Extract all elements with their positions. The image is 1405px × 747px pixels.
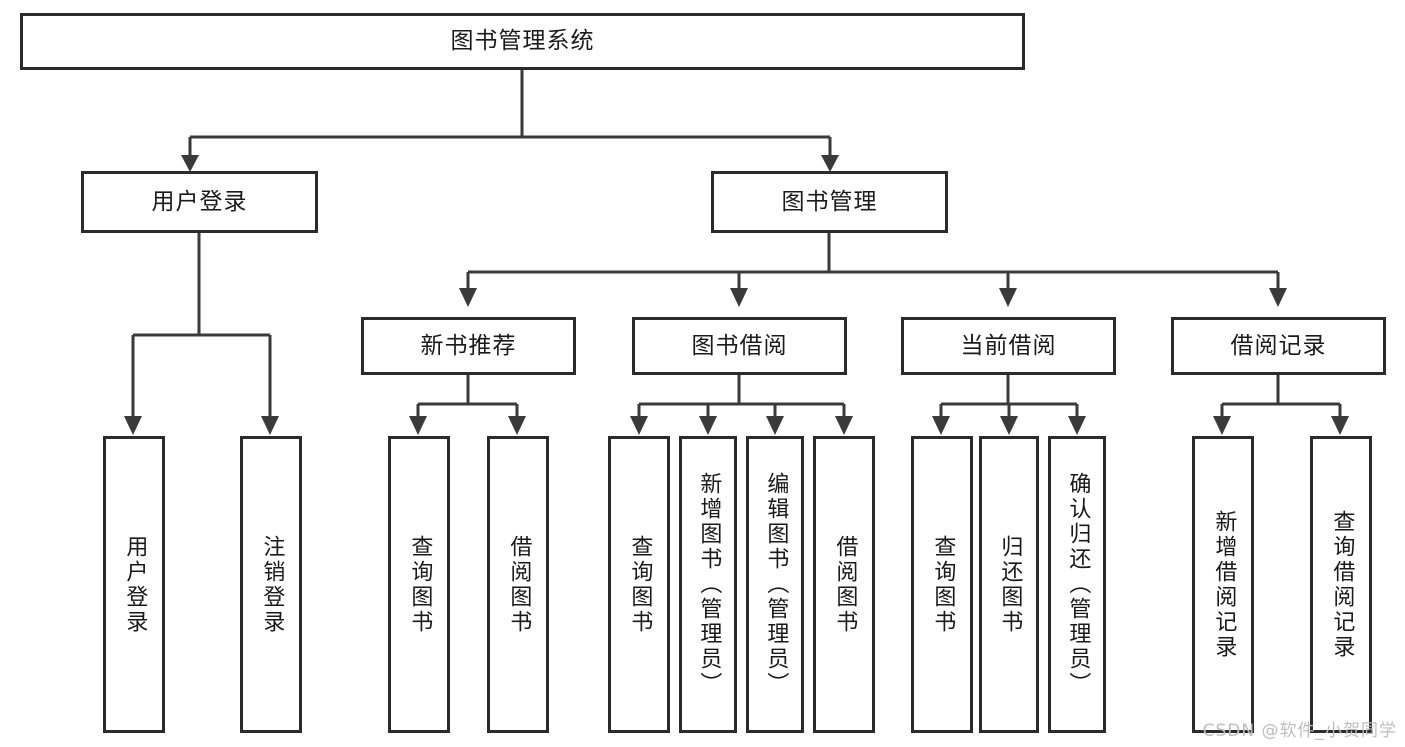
node-label: 图书管理	[781, 188, 878, 215]
node-leaf-logout[interactable]: 注销登录	[240, 436, 302, 733]
node-leaf-query-book-borrow[interactable]: 查询图书	[608, 436, 670, 733]
node-label: 图书管理系统	[450, 28, 595, 55]
node-leaf-add-borrow-record[interactable]: 新增借阅记录	[1192, 436, 1254, 733]
node-label: 归还图书	[997, 534, 1023, 635]
node-leaf-add-book-admin[interactable]: 新增图书（管理员）	[679, 436, 737, 733]
node-label: 新增借阅记录	[1211, 509, 1237, 660]
node-leaf-return-book[interactable]: 归还图书	[979, 436, 1039, 733]
node-leaf-user-login[interactable]: 用户登录	[103, 436, 165, 733]
node-book-management[interactable]: 图书管理	[711, 171, 948, 233]
node-user-login[interactable]: 用户登录	[81, 171, 318, 233]
node-label: 借阅图书	[832, 534, 858, 635]
node-label: 查询图书	[627, 534, 653, 635]
node-leaf-borrow-book[interactable]: 借阅图书	[813, 436, 875, 733]
node-label: 查询借阅记录	[1329, 509, 1355, 660]
node-label: 图书借阅	[691, 332, 788, 359]
node-label: 当前借阅	[960, 332, 1057, 359]
node-leaf-confirm-return-admin[interactable]: 确认归还（管理员）	[1048, 436, 1106, 733]
node-label: 查询图书	[407, 534, 433, 635]
node-label: 编辑图书（管理员）	[763, 472, 789, 697]
node-label: 新书推荐	[420, 332, 517, 359]
node-label: 注销登录	[259, 534, 285, 635]
node-book-borrow[interactable]: 图书借阅	[632, 317, 847, 375]
node-label: 查询图书	[930, 534, 956, 635]
node-label: 用户登录	[151, 188, 248, 215]
node-current-borrow[interactable]: 当前借阅	[901, 317, 1116, 375]
node-label: 确认归还（管理员）	[1065, 472, 1091, 697]
node-leaf-query-book-new[interactable]: 查询图书	[388, 436, 450, 733]
node-label: 用户登录	[122, 534, 148, 635]
node-leaf-edit-book-admin[interactable]: 编辑图书（管理员）	[746, 436, 804, 733]
node-label: 借阅记录	[1230, 332, 1327, 359]
node-leaf-query-borrow-record[interactable]: 查询借阅记录	[1310, 436, 1372, 733]
watermark-text: CSDN @软件_小贺同学	[1202, 721, 1397, 741]
node-label: 新增图书（管理员）	[696, 472, 722, 697]
node-borrow-record[interactable]: 借阅记录	[1171, 317, 1386, 375]
node-leaf-query-book-current[interactable]: 查询图书	[911, 436, 973, 733]
node-label: 借阅图书	[506, 534, 532, 635]
node-root-system[interactable]: 图书管理系统	[20, 13, 1025, 70]
node-new-book-recommend[interactable]: 新书推荐	[361, 317, 576, 375]
node-leaf-borrow-book-new[interactable]: 借阅图书	[487, 436, 549, 733]
